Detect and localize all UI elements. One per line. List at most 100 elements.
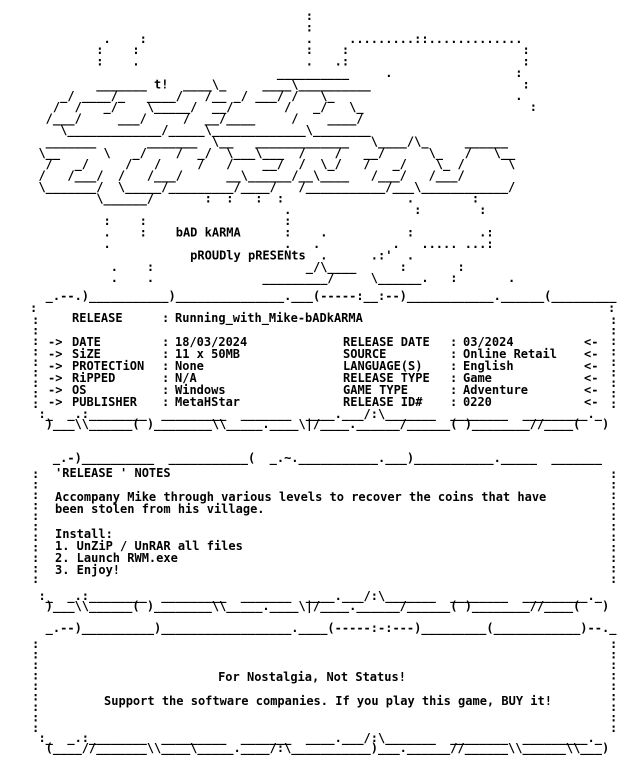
footer-box-side-right: : — [610, 721, 617, 735]
notes-box-side-left: : — [32, 478, 39, 492]
footer-box-sides: :::::::::::::::::: — [32, 637, 617, 735]
notes-box-side-right: : — [610, 488, 617, 502]
field-arrow-right: <- — [584, 371, 598, 385]
notes-box-side-left: : — [32, 541, 39, 555]
logo-art-line: : — [24, 9, 313, 23]
release-box-side-right: : — [610, 355, 617, 369]
release-field-colon: : — [162, 335, 169, 349]
logo-art-line: / / _/ \_____/ __/ / _/ \_ : — [24, 100, 537, 115]
logo-art-line: _______ _______ \__ _____________ \____/… — [24, 134, 509, 149]
footer-box-side-right: : — [610, 711, 617, 725]
notes-box-side-left: : — [32, 530, 39, 544]
release-field-colon: : — [162, 371, 169, 385]
field-arrow-left: -> — [48, 335, 62, 349]
notes-box-side-left: : — [32, 520, 39, 534]
notes-description-line-1: Accompany Mike through various levels to… — [55, 490, 546, 504]
release-field-colon: : — [450, 383, 457, 397]
release-box-side-left: : — [32, 397, 39, 411]
notes-box-side-right: : — [610, 551, 617, 565]
logo-art-line: \_____________/_____\_____________\_____… — [24, 123, 537, 138]
notes-box-side-right: : — [610, 509, 617, 523]
logo-art-line: _/ ____/_ ____/ /__ _/ ___/ / \_ . — [24, 89, 523, 104]
release-box-side-right: : — [610, 345, 617, 359]
logo-art-line: / /___/ / /___/ __\______/__\____ /___/ … — [24, 169, 465, 184]
release-field-colon: : — [450, 395, 457, 409]
release-field-value: Online Retail — [463, 347, 557, 361]
notes-box-side-left: : — [32, 551, 39, 565]
footer-slogan: For Nostalgia, Not Status! — [218, 670, 406, 684]
notes-box-side-right: : — [610, 541, 617, 555]
release-box-side-left: : — [32, 376, 39, 390]
release-colon: : — [162, 311, 169, 325]
release-field-colon: : — [162, 395, 169, 409]
release-field-colon: : — [162, 359, 169, 373]
release-field-value: MetaHStar — [175, 395, 240, 409]
field-arrow-left: -> — [48, 359, 62, 373]
release-field-colon: : — [450, 347, 457, 361]
footer-box-side-left: : — [32, 679, 39, 693]
footer-box-bottom-edge: (____//_______\\____\_____.____/:\______… — [24, 741, 609, 756]
notes-box-bottom-edge: )___\\______( )________\\_____.____\|/__… — [24, 599, 609, 614]
release-box-side-left: : — [32, 355, 39, 369]
release-field-value: English — [463, 359, 514, 373]
logo-art-line: : . . .: : — [24, 55, 530, 69]
release-field-label: RELEASE DATE — [343, 335, 430, 349]
footer-box-side-right: : — [610, 637, 617, 651]
notes-box-side-left: : — [32, 509, 39, 523]
notes-box-top-border: _.-)__________ ___________( _.~.________… — [24, 451, 603, 466]
logo-art-line: . . . . ..... ...: — [24, 237, 494, 251]
release-field-label: PROTECTiON — [72, 359, 144, 373]
release-field-value: 0220 — [463, 395, 492, 409]
notes-box-side-right: : — [610, 530, 617, 544]
footer-box-side-right: : — [610, 700, 617, 714]
release-box-side-left: : — [32, 324, 39, 338]
logo-art-line: \__ \ _/ / _/ \___\___ / / __/ \_ / \__ — [24, 146, 516, 161]
release-field-value: N/A — [175, 371, 197, 385]
release-field-colon: : — [450, 359, 457, 373]
release-field-label: LANGUAGE(S) — [343, 359, 422, 373]
footer-box-side-left: : — [32, 648, 39, 662]
release-field-colon: : — [162, 383, 169, 397]
logo-art: : : . : . .........::............. : : :… — [24, 9, 537, 286]
release-box-side-right: : — [610, 313, 617, 327]
notes-box: _.-)__________ ___________( _.~.________… — [24, 451, 617, 614]
release-box-left-side: : — [30, 301, 37, 315]
release-field-colon: : — [450, 371, 457, 385]
release-field-label: GAME TYPE — [343, 383, 408, 397]
release-field-label: RELEASE TYPE — [343, 371, 430, 385]
logo-art-line: __________ . : — [24, 66, 523, 81]
release-field-colon: : — [162, 347, 169, 361]
notes-title: 'RELEASE ' NOTES — [55, 466, 171, 480]
logo-art-line: . : : — [24, 203, 486, 217]
notes-box-side-right: : — [610, 572, 617, 586]
release-field-value: None — [175, 359, 204, 373]
notes-box-bottom-border: :_ _.:________ _________ _______ ____.__… — [24, 589, 609, 604]
notes-box-sides: :::::::::::::::::::::: — [32, 467, 617, 586]
release-box-bottom-edge: )___\\______( )________\\_____.____\|/__… — [24, 417, 609, 432]
install-step-2: 2. Launch RWM.exe — [55, 551, 178, 565]
release-field-label: SOURCE — [343, 347, 386, 361]
field-arrow-right: <- — [584, 383, 598, 397]
footer-box-side-left: : — [32, 711, 39, 725]
notes-box-side-right: : — [610, 499, 617, 513]
logo-art-line: \_______/ \_____/_________/____/ /______… — [24, 180, 515, 195]
footer-box-side-right: : — [610, 669, 617, 683]
notes-box-side-left: : — [32, 572, 39, 586]
notes-box-side-right: : — [610, 562, 617, 576]
footer-box-side-left: : — [32, 637, 39, 651]
install-step-3: 3. Enjoy! — [55, 563, 120, 577]
notes-box-side-left: : — [32, 499, 39, 513]
notes-box-side-right: : — [610, 467, 617, 481]
field-arrow-left: -> — [48, 347, 62, 361]
release-field-value: 11 x 50MB — [175, 347, 240, 361]
release-field-label: RELEASE ID# — [343, 395, 423, 409]
logo-art-line: / _/ / / / / __/ / \_/ / _/ \_ / \ — [24, 157, 515, 172]
logo-art-line: . : . .........::............. — [24, 32, 523, 46]
release-field-label: SiZE — [72, 347, 101, 361]
release-left-fields: ::::::::::::::::::->DATE:18/03/2024->SiZ… — [32, 313, 617, 411]
release-field-value: Game — [463, 371, 492, 385]
field-arrow-left: -> — [48, 371, 62, 385]
logo-art-line: : — [24, 20, 313, 34]
release-field-label: PUBLISHER — [72, 395, 138, 409]
